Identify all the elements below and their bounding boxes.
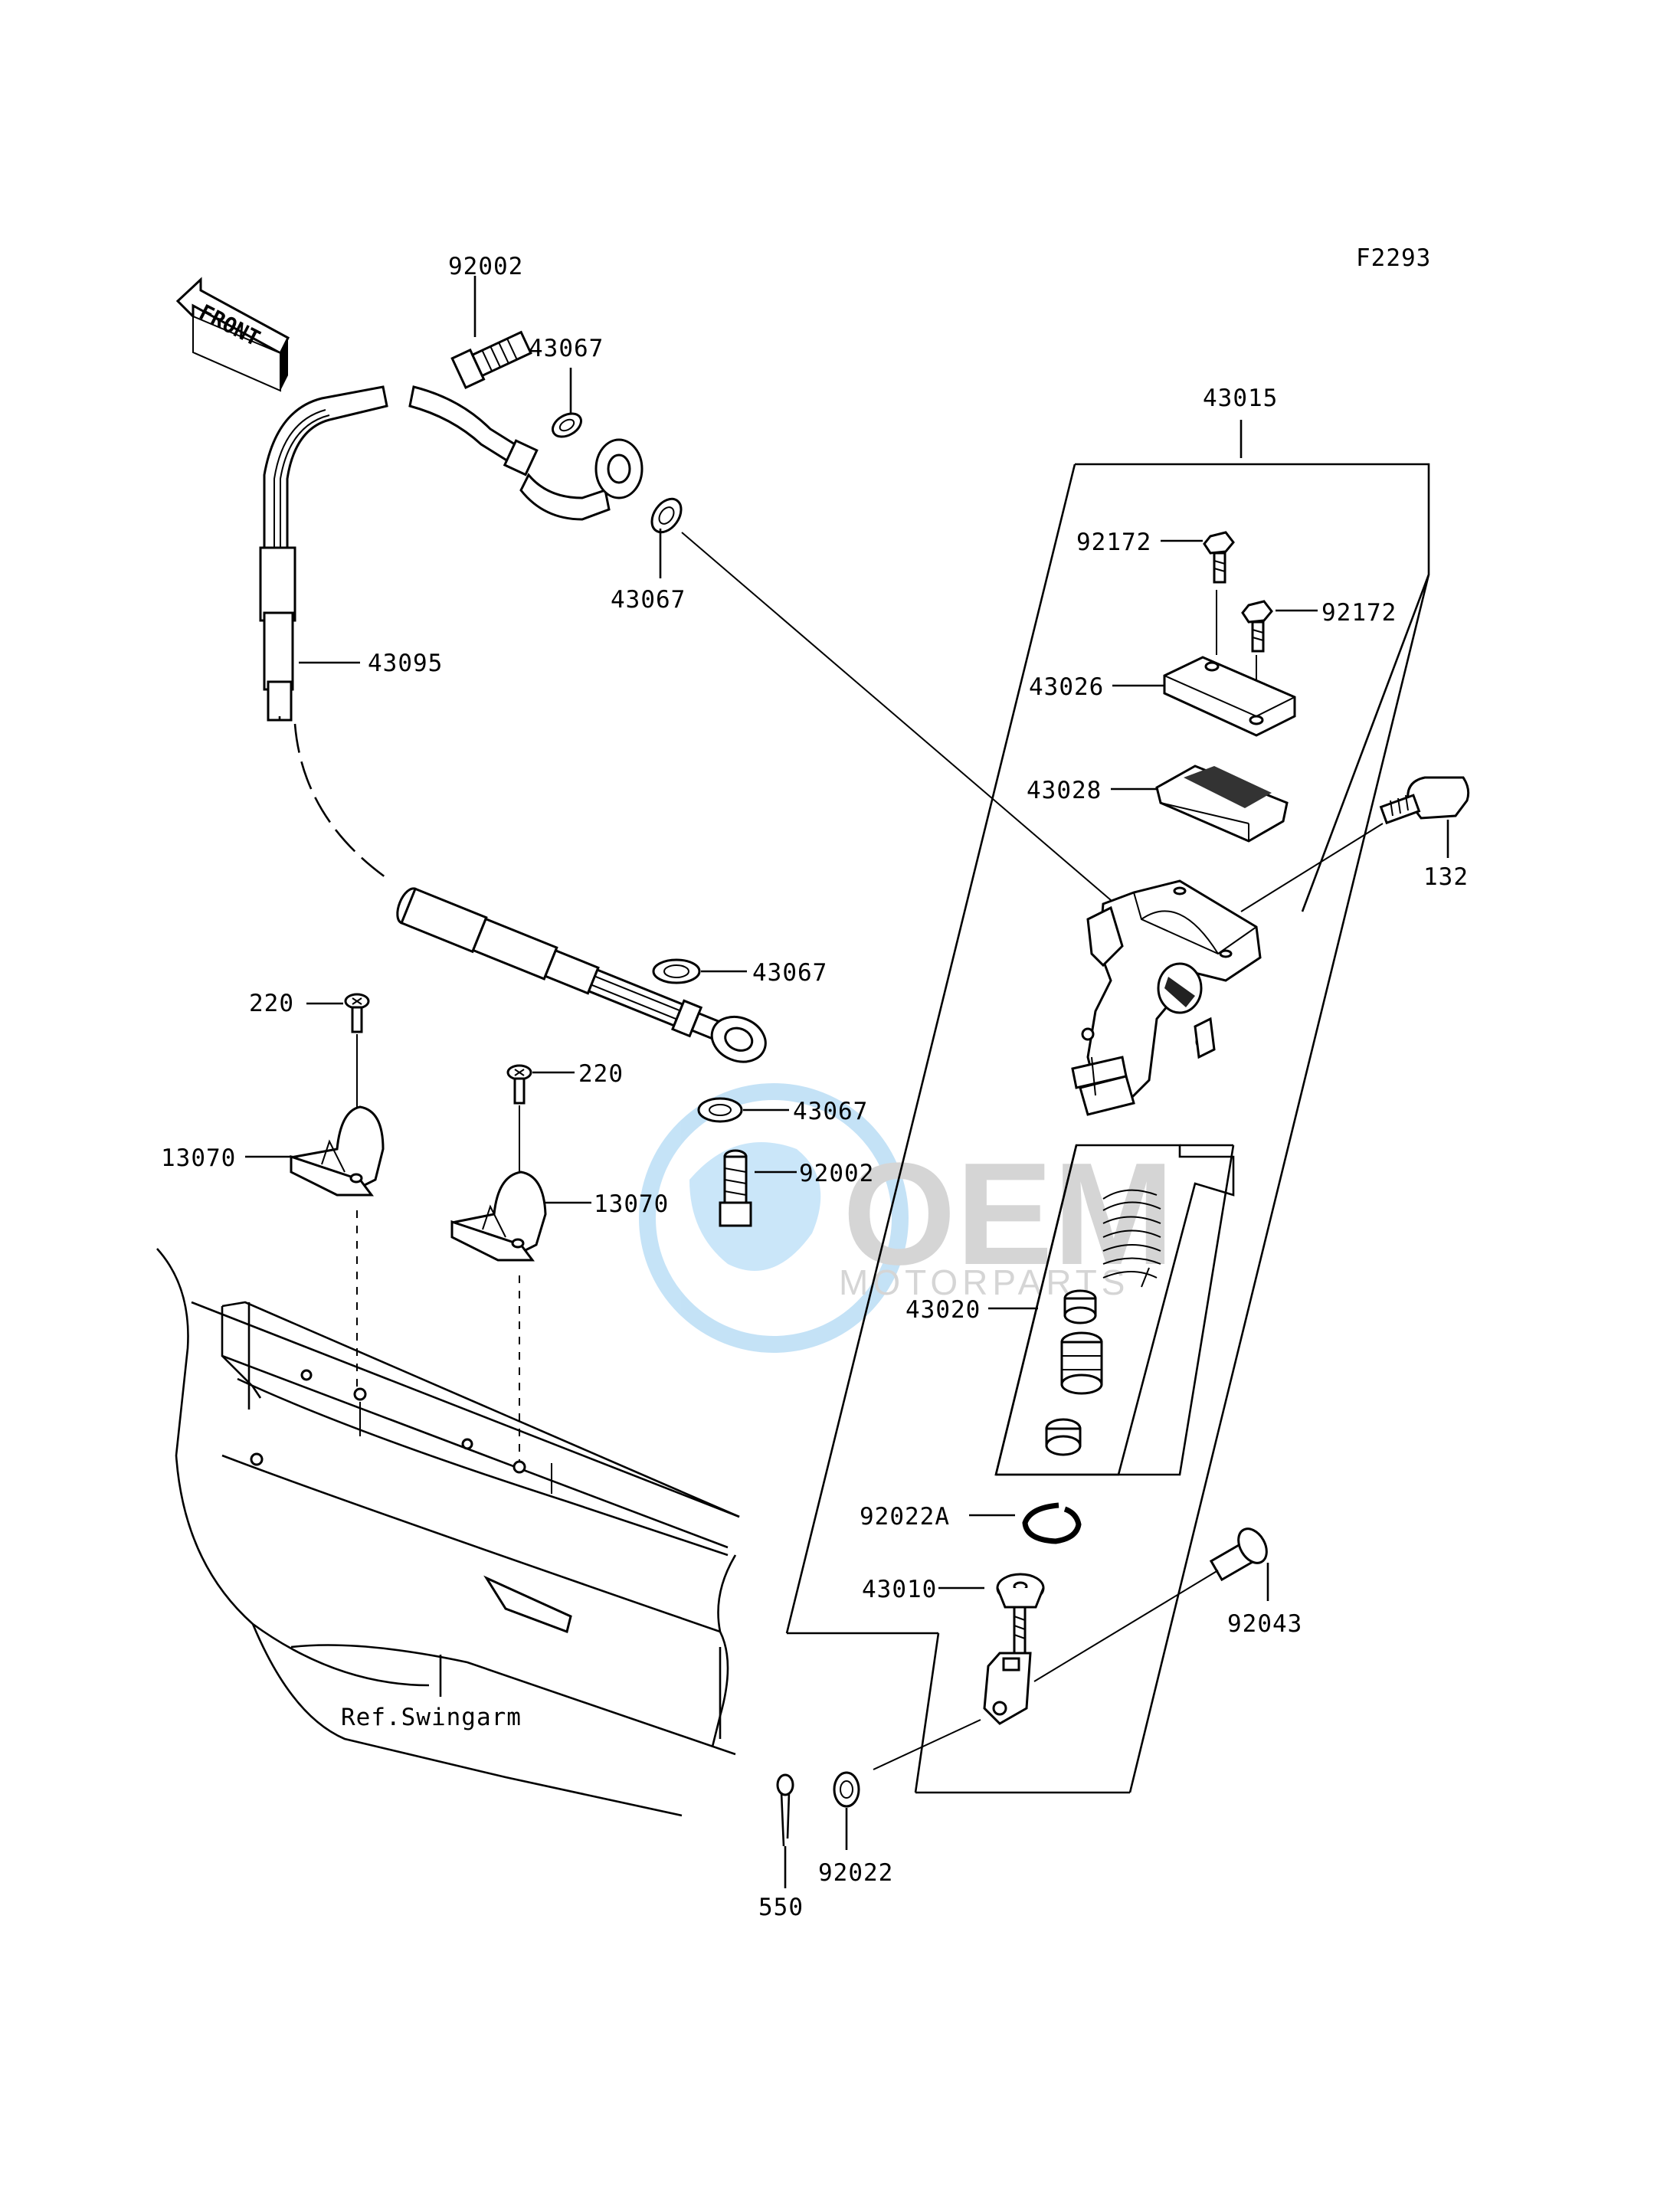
cap-screw-b — [1241, 600, 1273, 653]
callout-43010: 43010 — [862, 1576, 937, 1603]
swingarm — [156, 1248, 740, 1817]
callout-43067-top-b: 43067 — [611, 586, 686, 614]
screw-220-right — [506, 1064, 532, 1105]
callout-43067-top-a: 43067 — [529, 335, 604, 362]
push-rod — [983, 1573, 1045, 1725]
callout-43067-mid-a: 43067 — [752, 959, 827, 987]
clamp-13070-left — [290, 1105, 385, 1197]
callout-92172-b: 92172 — [1321, 599, 1397, 627]
callout-92002-top: 92002 — [448, 253, 523, 280]
watermark-logo: OEM MOTORPARTS — [639, 1083, 1174, 1353]
master-cylinder-body — [1071, 879, 1262, 1116]
piston-kit-frame — [994, 1144, 1235, 1476]
callout-92002-bottom: 92002 — [799, 1160, 874, 1187]
callout-43028: 43028 — [1027, 777, 1102, 804]
clevis-pin — [1209, 1527, 1268, 1582]
cotter-pin — [776, 1773, 794, 1847]
reservoir-cap — [1163, 656, 1296, 737]
callout-550: 550 — [758, 1894, 804, 1921]
piston-seal — [1045, 1418, 1082, 1456]
piston-cup — [1063, 1289, 1097, 1324]
callout-43095: 43095 — [368, 650, 443, 677]
washer-mid-a — [652, 958, 701, 984]
watermark-brand: OEM — [843, 1133, 1174, 1295]
callout-132: 132 — [1423, 863, 1469, 891]
callout-92043: 92043 — [1227, 1610, 1302, 1638]
callout-43020: 43020 — [905, 1296, 981, 1324]
callout-13070-right: 13070 — [594, 1190, 669, 1218]
brake-hose — [259, 385, 767, 1063]
diaphragm — [1155, 765, 1289, 843]
callout-92172-a: 92172 — [1076, 529, 1151, 556]
cap-screw-a — [1203, 531, 1235, 584]
callout-92022: 92022 — [818, 1859, 893, 1887]
circlip — [1022, 1502, 1082, 1544]
bolt-132 — [1379, 776, 1470, 825]
callout-220-left: 220 — [249, 990, 294, 1017]
callout-92022A: 92022A — [860, 1503, 950, 1531]
washer-bottom — [833, 1771, 860, 1808]
clamp-13070-right — [450, 1171, 547, 1262]
front-direction-arrow: FRONT — [175, 277, 290, 392]
banjo-bolt-bottom — [719, 1149, 752, 1227]
callout-13070-left: 13070 — [161, 1144, 236, 1172]
callout-43067-mid-b: 43067 — [793, 1098, 868, 1125]
piston — [1060, 1331, 1103, 1395]
washer-mid-b — [697, 1097, 743, 1123]
banjo-bolt-top — [450, 330, 532, 389]
washer-top-b — [650, 497, 683, 534]
screw-220-left — [344, 993, 370, 1033]
piston-spring — [1102, 1189, 1161, 1288]
callout-43015: 43015 — [1203, 385, 1278, 412]
figure-code: F2293 — [1356, 244, 1431, 272]
assembly-frame-43015 — [785, 420, 1430, 1794]
callout-220-right: 220 — [578, 1060, 624, 1088]
washer-top-a — [552, 412, 582, 438]
swingarm-ref-label: Ref.Swingarm — [341, 1704, 522, 1731]
callout-43026: 43026 — [1029, 673, 1104, 701]
